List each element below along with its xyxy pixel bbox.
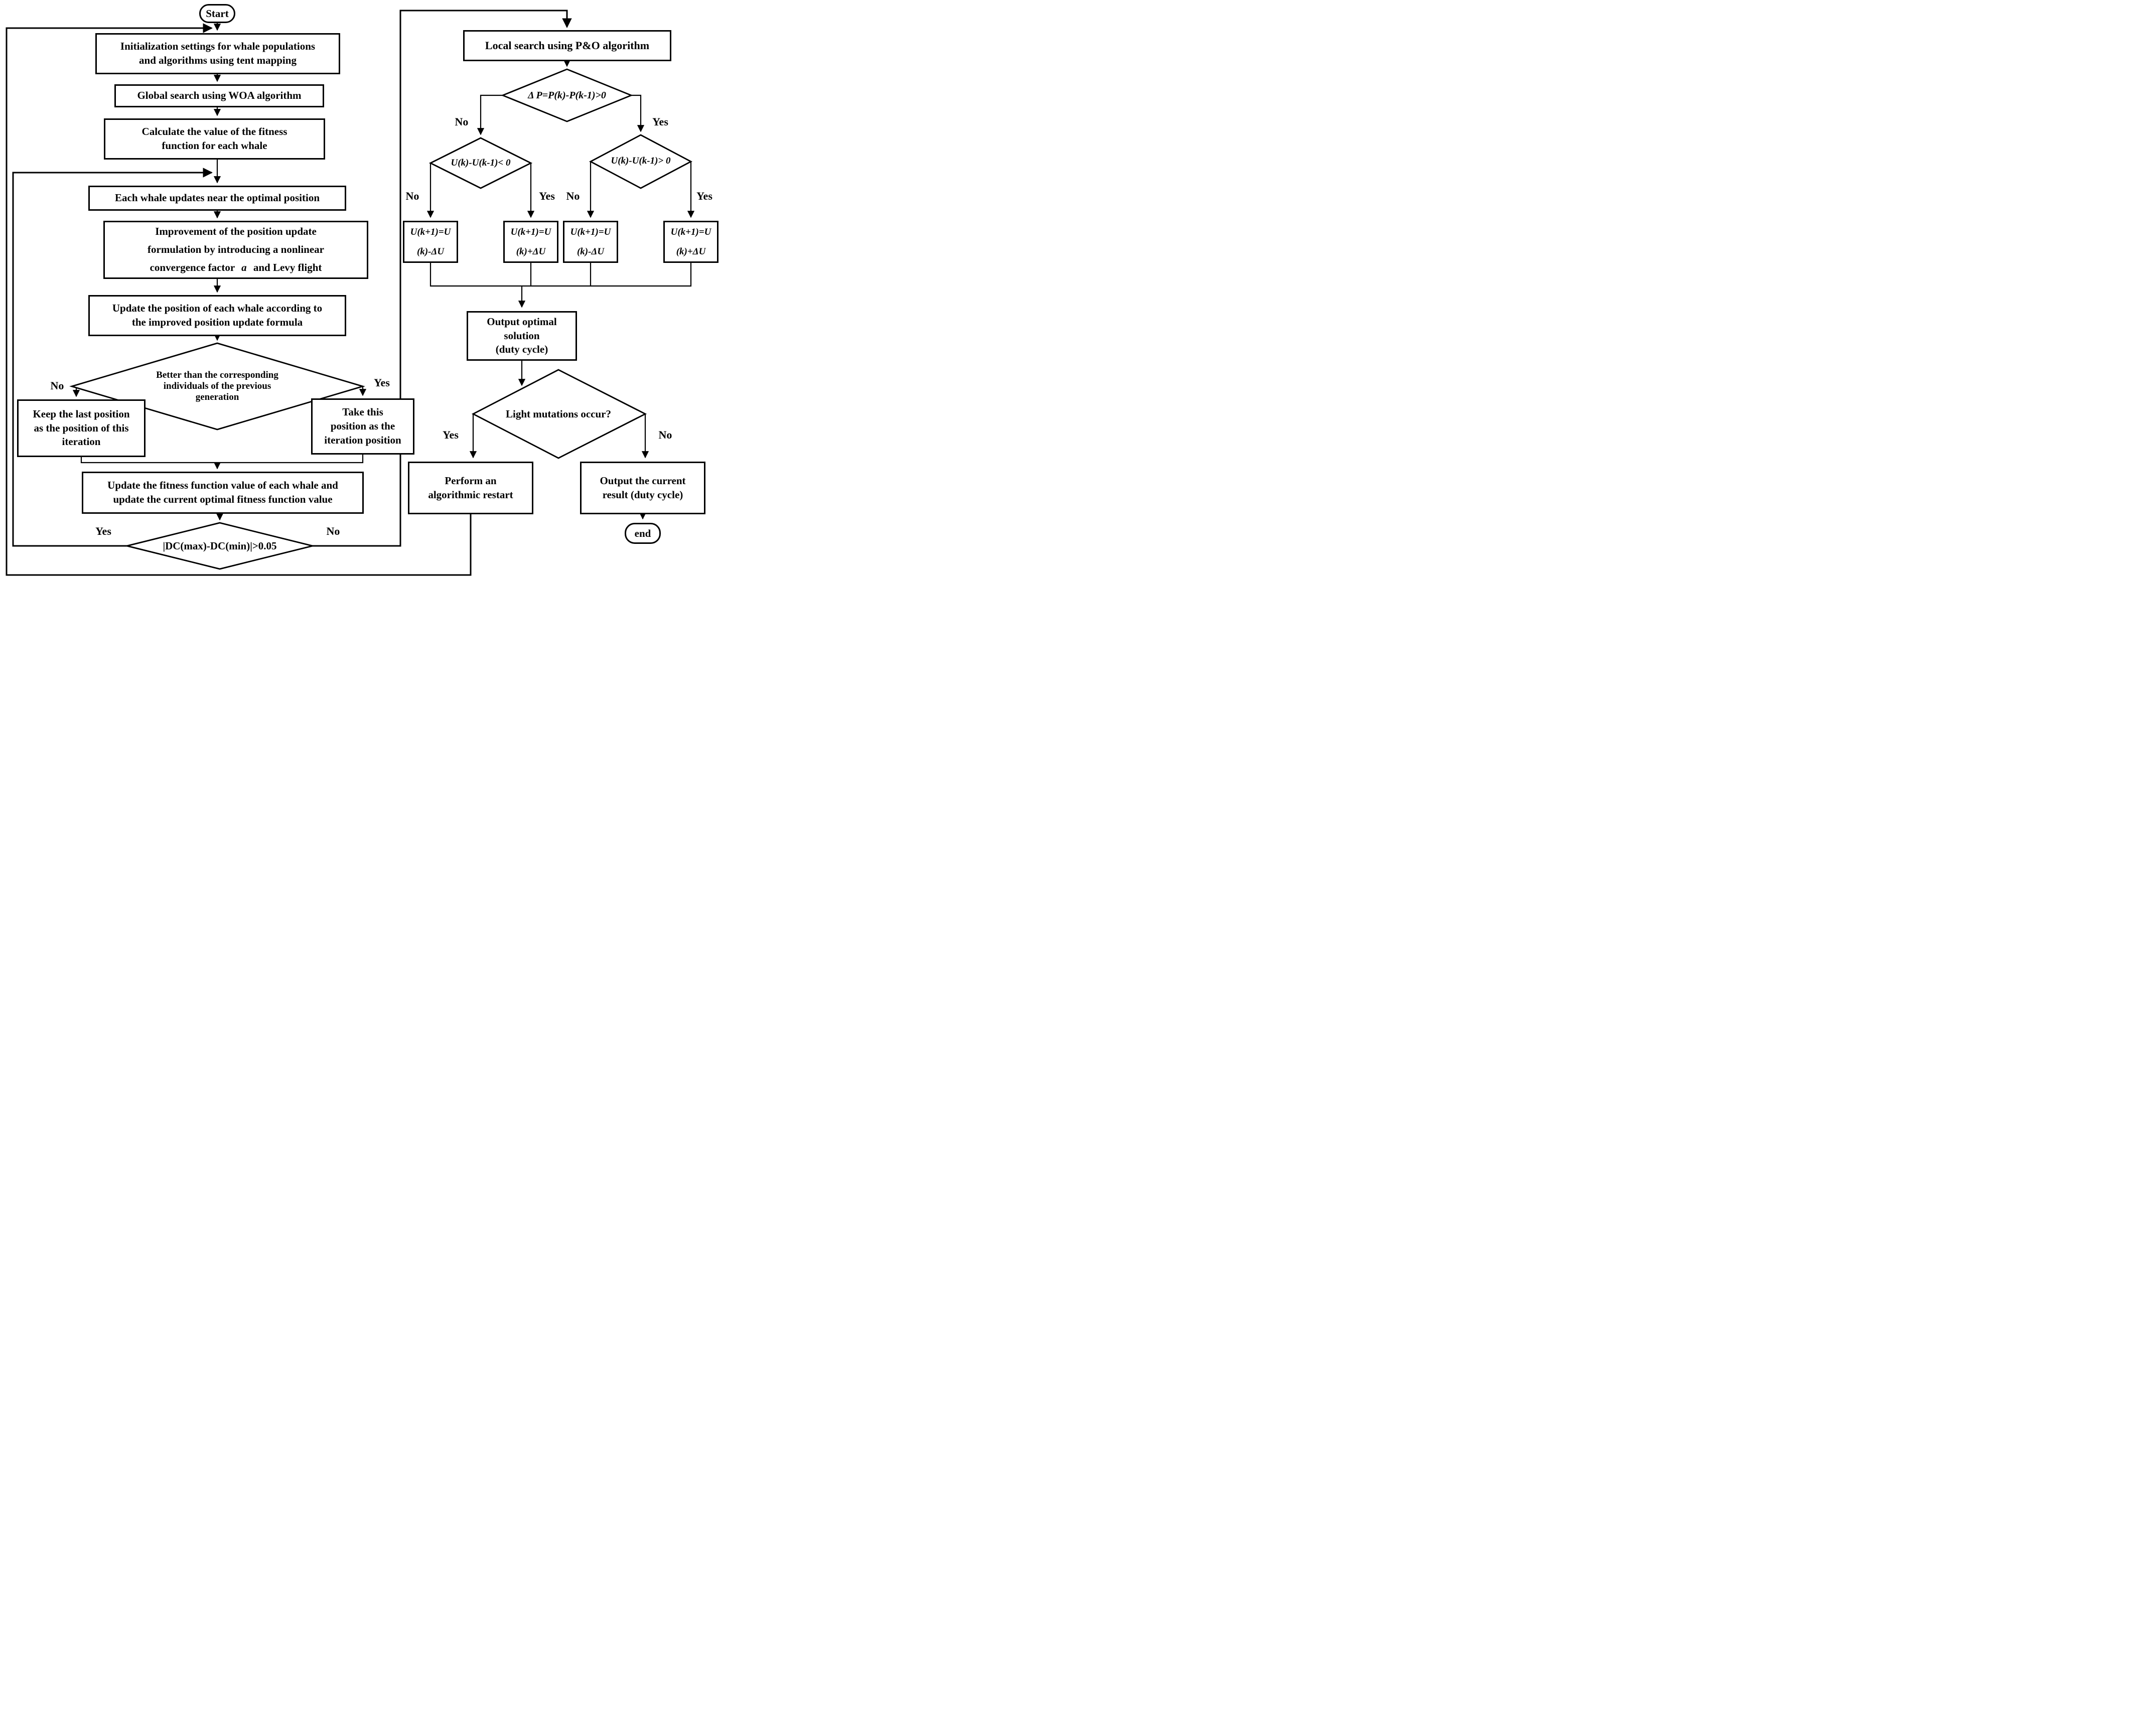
- update-position-box: Update the position of each whale accord…: [88, 295, 346, 336]
- update-fitness-line2: update the current optimal fitness funct…: [113, 493, 333, 505]
- u-box-4-line2: (k)+ΔU: [676, 246, 706, 257]
- dp-yes-label: Yes: [652, 115, 668, 128]
- output-optimal-line1: Output optimal solution: [487, 315, 557, 342]
- du-gt-yes-label: Yes: [696, 190, 712, 202]
- update-fitness-box: Update the fitness function value of eac…: [82, 472, 364, 514]
- u-box-2-line1: U(k+1)=U: [510, 226, 551, 237]
- calc-fitness-line1: Calculate the value of the fitness: [141, 125, 288, 138]
- end-label: end: [634, 527, 651, 539]
- keep-line1: Keep the last position: [33, 407, 130, 420]
- output-current-line2: result (duty cycle): [602, 488, 683, 501]
- edge-merge-keep-take: [80, 455, 364, 464]
- dc-diamond-shape: [126, 522, 313, 570]
- u-box-1-line1: U(k+1)=U: [410, 226, 451, 237]
- improve-line3-text2: and Levy flight: [253, 261, 322, 273]
- u-box-1-line2: (k)-ΔU: [416, 246, 445, 257]
- restart-box: Perform an algorithmic restart: [408, 462, 533, 514]
- keep-position-box: Keep the last position as the position o…: [17, 399, 146, 457]
- restart-line1: Perform an: [445, 474, 497, 487]
- du-gt-no-label: No: [566, 190, 580, 202]
- output-current-box: Output the current result (duty cycle): [580, 462, 705, 514]
- improve-line3: convergence factor a and Levy flight: [150, 259, 322, 277]
- u-box-4-line1: U(k+1)=U: [670, 226, 711, 237]
- each-whale-box: Each whale updates near the optimal posi…: [88, 186, 346, 211]
- improve-box: Improvement of the position update formu…: [103, 221, 368, 279]
- improve-line3-factor: a: [241, 261, 247, 273]
- output-optimal-box: Output optimal solution (duty cycle): [467, 311, 577, 361]
- local-search-line1: Local search using P&O algorithm: [485, 39, 650, 52]
- dc-yes-label: Yes: [95, 525, 111, 537]
- calc-fitness-line2: function for each whale: [162, 139, 267, 152]
- light-no-label: No: [658, 428, 672, 441]
- edge-dc-yes-loop: [12, 168, 213, 547]
- take-line3: iteration position: [324, 434, 401, 446]
- keep-line3: iteration: [62, 436, 101, 448]
- start-terminal: Start: [199, 4, 235, 23]
- calc-fitness-box: Calculate the value of the fitness funct…: [104, 118, 325, 160]
- du-gt-diamond-shape: [589, 134, 692, 189]
- dp-no-label: No: [455, 115, 469, 128]
- edge-dp-yes: [631, 94, 645, 132]
- start-label: Start: [206, 7, 229, 20]
- local-search-box: Local search using P&O algorithm: [463, 30, 671, 61]
- init-line2: and algorithms using tent mapping: [139, 54, 297, 66]
- du-lt-yes-label: Yes: [539, 190, 555, 202]
- take-line1: Take this: [342, 406, 383, 418]
- global-search-line1: Global search using WOA algorithm: [137, 89, 302, 102]
- keep-line2: as the position of this: [34, 421, 129, 434]
- output-current-line1: Output the current: [600, 474, 686, 487]
- edge-restart-loop: [6, 23, 472, 576]
- global-search-box: Global search using WOA algorithm: [114, 84, 324, 107]
- edge-merge-uboxes: [429, 263, 692, 287]
- better-yes-label: Yes: [374, 376, 390, 389]
- edge-dc-no-to-local-search: [313, 10, 572, 547]
- u-box-3-line1: U(k+1)=U: [570, 226, 611, 237]
- u-box-1: U(k+1)=U (k)-ΔU: [403, 221, 458, 263]
- light-yes-label: Yes: [443, 428, 459, 441]
- du-lt-no-label: No: [405, 190, 419, 202]
- init-box: Initialization settings for whale popula…: [95, 33, 340, 74]
- update-fitness-line1: Update the fitness function value of eac…: [107, 479, 338, 492]
- end-terminal: end: [625, 523, 661, 544]
- u-box-2-line2: (k)+ΔU: [516, 246, 546, 257]
- light-diamond-shape: [471, 369, 647, 459]
- improve-line3-text1: convergence factor: [150, 261, 235, 273]
- update-position-line1: Update the position of each whale accord…: [112, 302, 323, 315]
- better-no-label: No: [50, 379, 64, 392]
- each-whale-line1: Each whale updates near the optimal posi…: [115, 192, 320, 204]
- flowchart-canvas: Start end Initialization settings for wh…: [0, 0, 718, 578]
- u-box-4: U(k+1)=U (k)+ΔU: [663, 221, 718, 263]
- dp-diamond-shape: [501, 68, 633, 122]
- improve-line2: formulation by introducing a nonlinear: [148, 243, 324, 256]
- improve-line1: Improvement of the position update: [155, 225, 317, 238]
- restart-line2: algorithmic restart: [428, 488, 513, 501]
- take-position-box: Take this position as the iteration posi…: [311, 398, 414, 455]
- u-box-3: U(k+1)=U (k)-ΔU: [563, 221, 618, 263]
- dc-no-label: No: [326, 525, 340, 537]
- du-lt-diamond-shape: [428, 137, 533, 189]
- edge-dp-no: [477, 94, 503, 135]
- u-box-2: U(k+1)=U (k)+ΔU: [503, 221, 558, 263]
- update-position-line2: the improved position update formula: [131, 316, 303, 328]
- u-box-3-line2: (k)-ΔU: [577, 246, 605, 257]
- output-optimal-line2: (duty cycle): [495, 343, 548, 356]
- take-line2: position as the: [330, 420, 395, 432]
- init-line1: Initialization settings for whale popula…: [120, 40, 316, 53]
